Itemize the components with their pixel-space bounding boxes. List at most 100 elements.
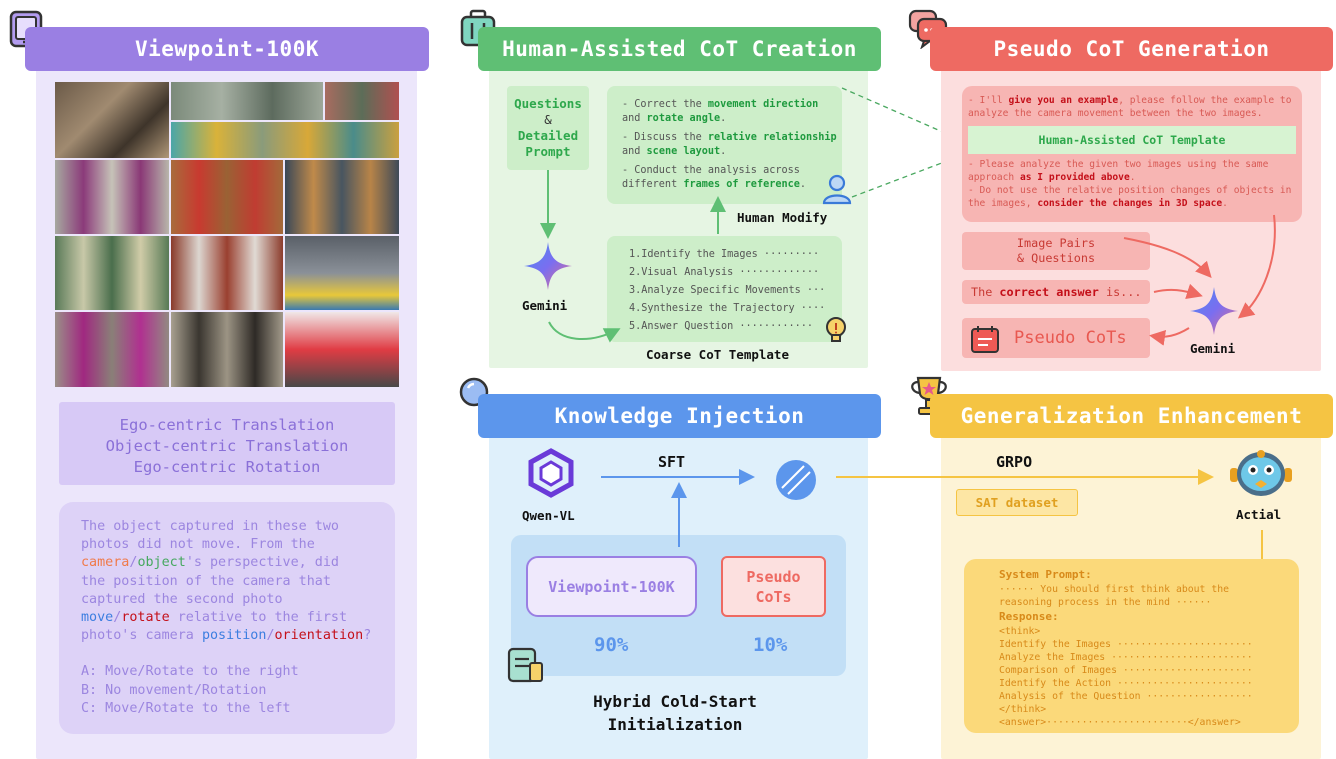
system-prompt-title: System Prompt: [999, 568, 1092, 581]
generalization-title: Generalization Enhancement [930, 394, 1333, 438]
modify-text: . [720, 112, 727, 124]
coarse-cot-box: 1.Identify the Images ········· 2.Visual… [607, 236, 842, 342]
category-ego-translation: Ego-centric Translation [119, 416, 335, 434]
modify-item: - Conduct the analysis across different … [622, 164, 842, 191]
prompt-highlight: consider the changes in 3D space [1037, 198, 1223, 209]
question-line: move/rotate relative to the first [81, 609, 395, 627]
pseudo-arrows [1123, 214, 1276, 346]
detailed-text: Detailed [517, 128, 579, 143]
gemini-label: Gemini [522, 298, 568, 313]
answer-highlight: correct answer [999, 285, 1099, 299]
correct-answer-box: The correct answer is... [962, 280, 1150, 304]
question-line: captured the second photo [81, 591, 283, 607]
modify-highlight: scene layout [646, 145, 721, 157]
photo-box [171, 236, 283, 310]
lightbulb-icon [826, 317, 846, 342]
human-cot-title: Human-Assisted CoT Creation [478, 27, 881, 71]
category-box: Ego-centric Translation Object-centric T… [59, 402, 395, 485]
calendar-icon [971, 326, 999, 353]
arrow-gemini-to-pseudocots [1149, 327, 1190, 346]
prompt-text: - Do not use the relative position chang… [968, 185, 1292, 209]
hybrid-line-1: Hybrid Cold-Start [593, 692, 757, 711]
prompt-text: , please follow the example to analyze t… [968, 95, 1292, 119]
question-line: photos did not move. From the [81, 537, 315, 553]
cots-word: CoTs [755, 588, 792, 606]
model-ball-icon [776, 460, 816, 500]
modify-text: . [799, 178, 807, 190]
modify-highlight: rotate angle [646, 112, 721, 124]
sat-dataset-box: SAT dataset [956, 489, 1078, 516]
arrow-pairs-to-gemini [1123, 237, 1212, 278]
modify-highlight: movement direction [707, 99, 819, 110]
arrow-gemini-to-template [548, 321, 621, 343]
photo-ball [285, 160, 399, 234]
gemini-star-icon [524, 242, 572, 290]
photo-chair [55, 82, 169, 158]
response-line: <think> [999, 626, 1041, 637]
question-line: The object captured in these two [81, 519, 339, 534]
modify-text: and [622, 145, 647, 157]
camera-word: camera [81, 555, 130, 571]
orientation-word: orientation [274, 628, 364, 644]
position-word: position [201, 628, 267, 644]
gemini-label: Gemini [1190, 341, 1236, 356]
template-step: 2.Visual Analysis ············· [629, 267, 820, 278]
system-prompt-line: ······ You should first think about the [999, 584, 1230, 595]
photo-bikes [325, 82, 399, 120]
viewpoint-title: Viewpoint-100K [25, 27, 429, 71]
question-line: photo's camera position/orientation? [81, 627, 395, 645]
template-step: 1.Identify the Images ········· [629, 249, 820, 260]
question-line: the position of the camera that [81, 573, 331, 589]
response-title: Response: [999, 610, 1059, 623]
category-object-translation: Object-centric Translation [105, 437, 349, 455]
modify-text: and [622, 112, 647, 124]
modify-item: - Discuss the relative relationship and … [622, 131, 842, 158]
rotate-word: rotate [121, 610, 170, 626]
system-prompt-line: reasoning process in the mind ······ [999, 597, 1212, 608]
answer-text: The [971, 285, 1000, 299]
prompt-line-a: - I'll give you an example, please follo… [968, 94, 1296, 120]
prompt-highlight: as I provided above [1019, 172, 1130, 183]
pseudo-prompt-box: - I'll give you an example, please follo… [962, 86, 1302, 222]
prompt-text: Prompt [525, 144, 571, 159]
photo-grapes [55, 312, 169, 387]
grpo-label: GRPO [996, 453, 1033, 471]
option-c: C: Move/Rotate to the left [81, 700, 291, 716]
document-icon [507, 647, 543, 683]
slash: / [266, 628, 275, 644]
image-pairs-box: Image Pairs & Questions [962, 232, 1150, 270]
answer-text: is... [1098, 285, 1142, 299]
arrow-prompt-to-gemini [1237, 214, 1276, 319]
sft-label: SFT [658, 453, 686, 471]
viewpoint-percent: 90% [594, 634, 629, 656]
template-step: 3.Analyze Specific Movements ··· [629, 285, 826, 296]
modify-text: . [720, 145, 727, 157]
prompt-line-b: - Please analyze the given two images us… [968, 158, 1296, 184]
pseudo-cots-label: Pseudo CoTs [1014, 328, 1127, 348]
template-step: 5.Answer Question ············ [629, 321, 814, 332]
response-line: Identify the Images ····················… [999, 639, 1253, 650]
prompt-highlight: give you an example [1008, 95, 1119, 106]
question-text: 's perspective, did [185, 555, 339, 571]
human-modify-label: Human Modify [737, 210, 828, 225]
gemini-star-icon [1190, 287, 1238, 335]
move-word: move [81, 610, 114, 626]
photo-toy-truck [171, 122, 399, 158]
modify-item: - Correct the movement direction and rot… [622, 98, 842, 125]
slash: / [129, 555, 138, 571]
category-ego-rotation: Ego-centric Rotation [133, 458, 321, 476]
response-line: </think> [999, 704, 1047, 715]
qwen-logo-icon [528, 448, 574, 498]
photo-grid [55, 82, 399, 387]
qwen-label: Qwen-VL [522, 508, 575, 523]
prompt-text: . [1222, 198, 1228, 209]
pseudo-percent: 10% [753, 634, 788, 656]
template-step: 4.Synthesize the Trajectory ···· [629, 303, 826, 314]
pseudo-word: Pseudo [746, 568, 801, 586]
photo-toy-car [171, 160, 283, 234]
response-line: Identify the Action ····················… [999, 678, 1253, 689]
photo-red-box [285, 312, 399, 387]
questions-text: Questions [514, 96, 582, 111]
actial-label: Actial [1236, 507, 1282, 522]
prompt-text: - I'll [968, 95, 1009, 106]
